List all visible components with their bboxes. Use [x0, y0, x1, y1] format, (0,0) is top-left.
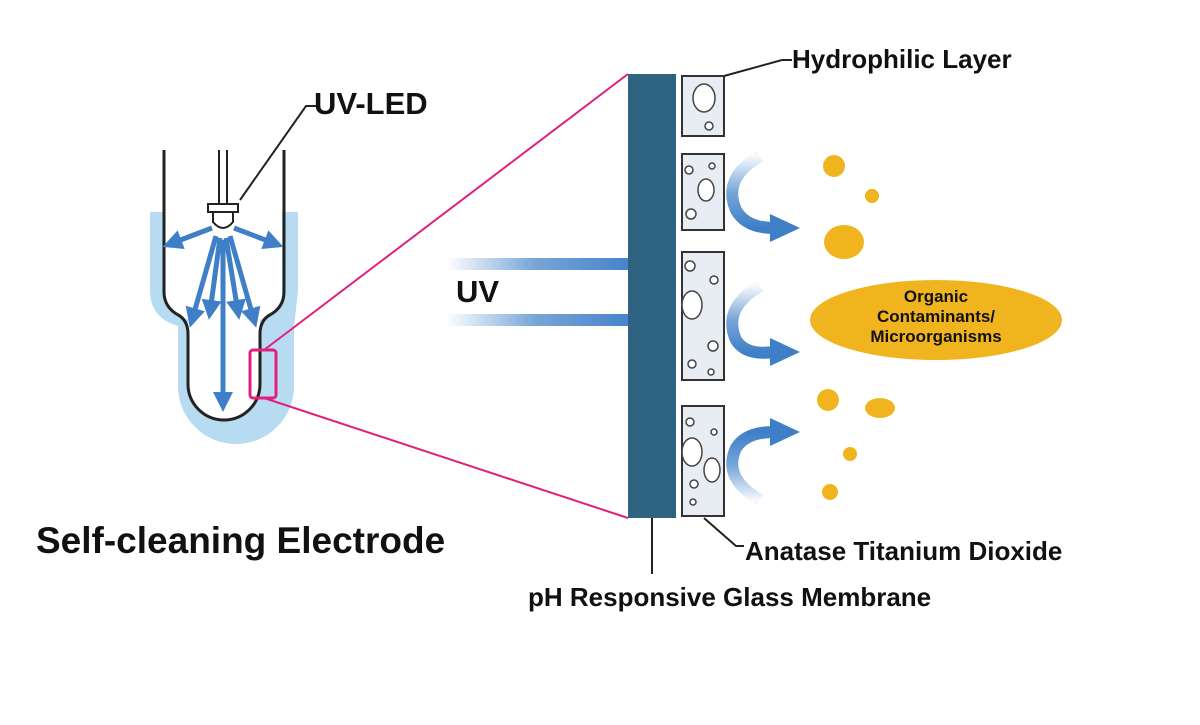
particle: [865, 189, 879, 203]
curl-arrow-2: [726, 280, 775, 359]
ray-mid-right: [223, 237, 246, 320]
particle: [865, 398, 895, 418]
uv-beam-1: [446, 258, 642, 270]
ph-membrane-label: pH Responsive Glass Membrane: [528, 582, 932, 612]
zoom-line-bottom: [263, 397, 629, 519]
contaminant-particles: [817, 155, 895, 500]
led-cap: [207, 203, 239, 213]
anatase-label: Anatase Titanium Dioxide: [745, 536, 1063, 566]
diagram-title: Self-cleaning Electrode: [36, 520, 446, 561]
glass-membrane: [628, 74, 676, 518]
contaminants-line: Contaminants/: [876, 307, 996, 326]
contaminants-ellipse: [810, 280, 1062, 360]
ray-right: [233, 225, 284, 250]
curl-arrow-1: [726, 150, 775, 234]
curl-arrow-1-head: [770, 214, 800, 242]
uv-label: UV: [456, 274, 500, 309]
particle: [822, 484, 838, 500]
curl-arrow-3: [726, 426, 775, 506]
cell-bubbles: [681, 83, 721, 506]
hydrophilic-leader-line: [723, 59, 792, 77]
ray-left: [162, 225, 213, 250]
anatase-leader-line: [703, 517, 744, 547]
zoom-line-top: [263, 73, 629, 351]
contaminants-label: Organic Contaminants/ Microorganisms: [812, 287, 1060, 347]
particle: [817, 389, 839, 411]
electrode: [150, 105, 316, 444]
ray-down-left: [185, 235, 219, 328]
contaminants-line: Organic: [903, 287, 969, 306]
reaction-arrows: [726, 150, 800, 506]
curl-arrow-3-head: [770, 418, 800, 446]
electrode-outline: [162, 150, 286, 422]
uv-led-label: UV-LED: [314, 86, 428, 121]
particle: [843, 447, 857, 461]
hydrophilic-layer-label: Hydrophilic Layer: [792, 44, 1012, 74]
zoom-box: [248, 348, 278, 400]
led-light-rays: [162, 225, 284, 412]
led-bulb: [212, 211, 234, 229]
particle: [824, 225, 864, 259]
particle: [823, 155, 845, 177]
uv-led-leader-line: [239, 105, 316, 201]
curl-arrow-2-head: [770, 338, 800, 366]
ray-mid-left: [201, 237, 223, 320]
contaminants-line: Microorganisms: [870, 327, 1002, 346]
uv-beam-2: [446, 314, 642, 326]
ray-down-right: [227, 235, 261, 328]
